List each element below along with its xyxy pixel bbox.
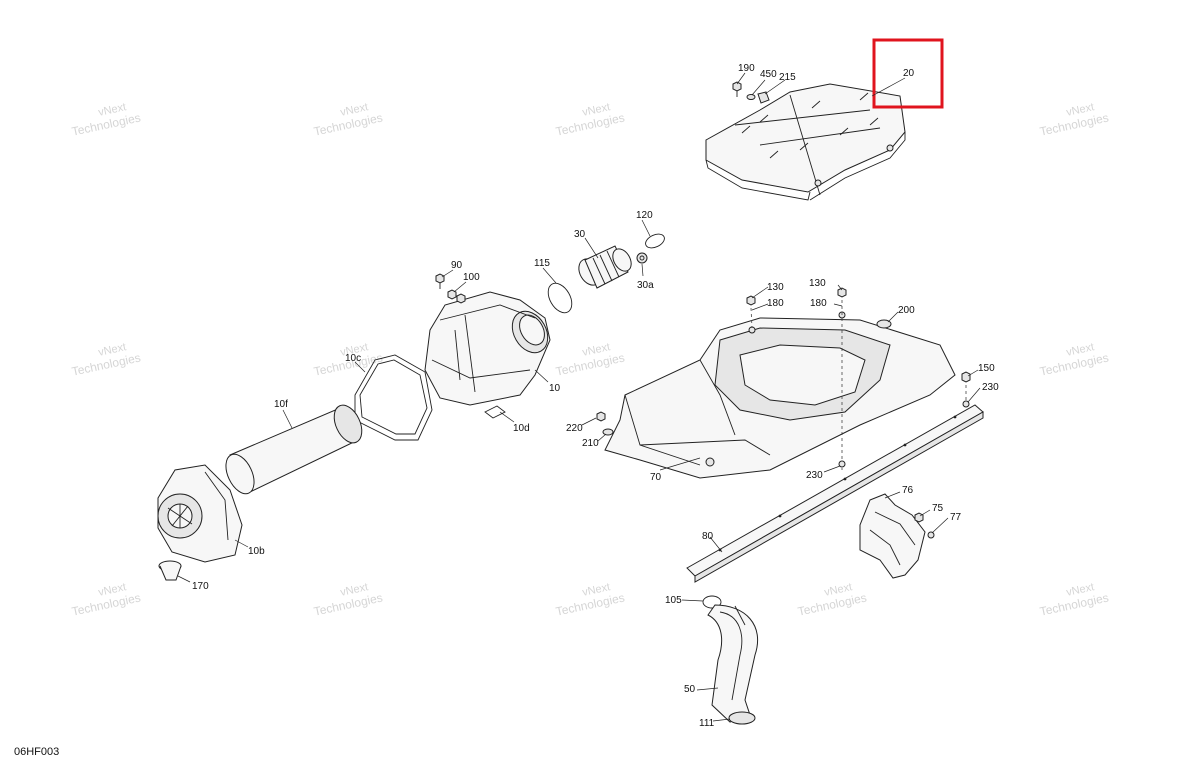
part-75-screw[interactable] — [914, 512, 924, 523]
part-200-grommet[interactable] — [876, 319, 892, 329]
callout-77: 77 — [950, 512, 962, 523]
callout-190: 190 — [738, 63, 755, 74]
callout-230: 230 — [982, 382, 999, 393]
svg-text:vNext: vNext — [339, 341, 369, 359]
part-170-drain[interactable] — [158, 560, 182, 581]
part-50-intake-hose[interactable] — [707, 604, 759, 723]
watermark: vNext Technologies — [554, 581, 625, 619]
callout-10b: 10b — [248, 546, 265, 557]
callout-120: 120 — [636, 210, 653, 221]
watermark: vNext Technologies — [554, 341, 625, 379]
svg-text:vNext: vNext — [1065, 341, 1095, 359]
watermark: vNext Technologies — [312, 101, 383, 139]
callout-150: 150 — [978, 363, 995, 374]
svg-text:vNext: vNext — [339, 101, 369, 119]
part-10c-gasket[interactable] — [354, 354, 433, 441]
svg-text:vNext: vNext — [1065, 101, 1095, 119]
part-111-clamp[interactable] — [728, 711, 756, 725]
callout-labels: 190 450 215 20 120 30 30a 115 90 100 10c… — [192, 63, 999, 729]
part-105-clamp[interactable] — [702, 595, 722, 609]
part-10b-filter-housing[interactable] — [157, 464, 243, 563]
leader-lines — [177, 72, 981, 722]
callout-230: 230 — [806, 470, 823, 481]
callout-105: 105 — [665, 595, 682, 606]
callout-10f: 10f — [274, 399, 288, 410]
part-10f-air-filter[interactable] — [220, 401, 367, 498]
svg-text:vNext: vNext — [97, 341, 127, 359]
watermark: vNext Technologies — [796, 581, 867, 619]
part-30a-fitting[interactable] — [636, 252, 648, 264]
callout-210: 210 — [582, 438, 599, 449]
callout-70: 70 — [650, 472, 662, 483]
svg-text:vNext: vNext — [97, 581, 127, 599]
callout-180: 180 — [810, 298, 827, 309]
callout-200: 200 — [898, 305, 915, 316]
callout-130: 130 — [767, 282, 784, 293]
callout-10c: 10c — [345, 353, 361, 364]
callout-80: 80 — [702, 531, 714, 542]
part-30-intake-boot[interactable] — [574, 245, 635, 290]
watermark: vNext Technologies — [70, 341, 141, 379]
svg-text:vNext: vNext — [581, 101, 611, 119]
diagram-code: 06HF003 — [14, 746, 60, 758]
part-80-rail[interactable] — [686, 404, 984, 583]
callout-111: 111 — [699, 718, 715, 729]
callout-215: 215 — [779, 72, 796, 83]
washer-450[interactable] — [746, 94, 756, 100]
callout-20: 20 — [903, 68, 915, 79]
callout-115: 115 — [534, 258, 550, 269]
callout-170: 170 — [192, 581, 209, 592]
watermark: vNext Technologies — [1038, 581, 1109, 619]
callout-220: 220 — [566, 423, 583, 434]
part-120-clamp[interactable] — [643, 231, 666, 250]
svg-text:vNext: vNext — [581, 341, 611, 359]
part-100-screw[interactable] — [447, 289, 466, 304]
svg-text:vNext: vNext — [823, 581, 853, 599]
callout-90: 90 — [451, 260, 463, 271]
callout-50: 50 — [684, 684, 696, 695]
watermark: vNext Technologies — [312, 581, 383, 619]
svg-text:vNext: vNext — [581, 581, 611, 599]
svg-text:vNext: vNext — [339, 581, 369, 599]
highlight-box — [872, 38, 944, 109]
fastener-190[interactable] — [732, 81, 742, 97]
watermark: vNext Technologies — [70, 581, 141, 619]
part-230-nut[interactable] — [962, 400, 970, 408]
part-10d-clip[interactable] — [484, 405, 506, 419]
part-220-screw[interactable] — [596, 411, 606, 422]
callout-30a: 30a — [637, 280, 654, 291]
callout-75: 75 — [932, 503, 944, 514]
callout-10: 10 — [549, 383, 561, 394]
part-90-screw[interactable] — [435, 273, 445, 289]
part-10-airbox-housing[interactable] — [424, 291, 555, 406]
part-130-screw[interactable] — [837, 287, 847, 298]
callout-180: 180 — [767, 298, 784, 309]
part-115-clamp[interactable] — [543, 279, 576, 317]
part-230-nut[interactable] — [838, 460, 846, 468]
watermark: vNext Technologies — [554, 101, 625, 139]
part-130-screw[interactable] — [746, 295, 756, 306]
svg-text:vNext: vNext — [1065, 581, 1095, 599]
watermark: vNext Technologies — [1038, 101, 1109, 139]
callout-450: 450 — [760, 69, 777, 80]
callout-100: 100 — [463, 272, 480, 283]
part-20-cover[interactable] — [705, 83, 906, 201]
part-70-airbox-base[interactable] — [604, 311, 956, 479]
part-210-grommet[interactable] — [602, 428, 614, 436]
watermark: vNext Technologies — [70, 101, 141, 139]
watermark: vNext Technologies — [1038, 341, 1109, 379]
part-150-screw[interactable] — [961, 371, 971, 383]
part-77-nut[interactable] — [927, 531, 935, 539]
part-76-bracket[interactable] — [859, 493, 926, 579]
callout-130: 130 — [809, 278, 826, 289]
clip-215[interactable] — [757, 91, 770, 104]
callout-76: 76 — [902, 485, 914, 496]
callout-10d: 10d — [513, 423, 530, 434]
svg-text:vNext: vNext — [97, 101, 127, 119]
callout-30: 30 — [574, 229, 586, 240]
